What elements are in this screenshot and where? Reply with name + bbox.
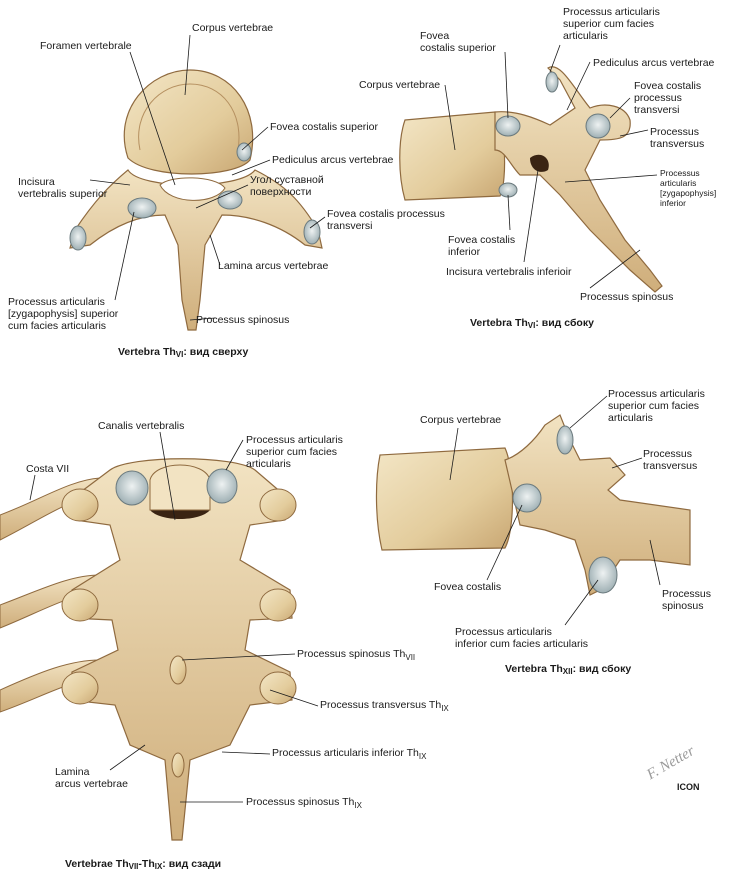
label-processus-articularis-superior-xii: Processus articularis superior cum facie… xyxy=(608,388,705,424)
vertebral-body-side-vi xyxy=(399,111,506,201)
label-pediculus-vi: Pediculus arcus vertebrae xyxy=(593,57,715,69)
label-ugol-poverkhnosti: Угол суставной поверхности xyxy=(250,174,324,198)
label-incisura-inferior-vi: Incisura vertebralis inferioir xyxy=(446,266,572,278)
label-processus-articularis-superior-vi: Processus articularis superior cum facie… xyxy=(563,6,660,42)
label-processus-articularis-superior-post: Processus articularis superior cum facie… xyxy=(246,434,343,470)
label-pediculus-arcus: Pediculus arcus vertebrae xyxy=(272,154,394,166)
label-processus-transversus-vi: Processus transversus xyxy=(650,126,705,150)
label-fovea-costalis-superior: Fovea costalis superior xyxy=(270,121,378,133)
label-processus-spinosus: Processus spinosus xyxy=(196,314,290,326)
label-fovea-costalis-processus-vi: Fovea costalis processus transversi xyxy=(634,80,702,116)
label-processus-articularis-inferior-vi: Processus articularis [zygapophysis] inf… xyxy=(660,168,717,208)
label-corpus-vertebrae-xii: Corpus vertebrae xyxy=(420,414,502,426)
foramen-vertebrale xyxy=(159,177,226,201)
label-fovea-costalis-xii: Fovea costalis xyxy=(434,581,502,593)
label-corpus-vertebrae-vi: Corpus vertebrae xyxy=(359,79,441,91)
leader-lines xyxy=(29,34,661,803)
label-processus-spinosus-vi: Processus spinosus xyxy=(580,291,674,303)
articular-facet-left xyxy=(127,197,157,219)
label-transversus-ix: Processus transversus ThIX xyxy=(320,699,449,714)
label-processus-spinosus-xii: Processus spinosus xyxy=(662,588,712,612)
label-lamina-posterior: Lamina arcus vertebrae xyxy=(55,766,128,790)
posterior-column xyxy=(69,458,293,841)
label-fovea-costalis-processus: Fovea costalis processus transversi xyxy=(327,208,445,232)
label-fovea-costalis-superior-vi: Fovea costalis superior xyxy=(420,30,496,54)
label-lamina-arcus: Lamina arcus vertebrae xyxy=(218,260,329,272)
caption-side-view-vi: Vertebra ThVI: вид сбоку xyxy=(470,317,594,330)
label-spinosus-ix: Processus spinosus ThIX xyxy=(246,796,362,811)
caption-posterior-view: Vertebrae ThVII-ThIX: вид сзади xyxy=(65,858,222,871)
articular-facet-right xyxy=(217,190,243,210)
vertebra-side-view-xii xyxy=(375,414,691,596)
vertebral-body-top xyxy=(123,69,254,175)
label-incisura-superior: Incisura vertebralis superior xyxy=(18,176,108,200)
label-processus-transversus-xii: Processus transversus xyxy=(643,448,698,472)
vertebral-body-side-xii xyxy=(375,447,514,551)
label-spinosus-vii: Processus spinosus ThVII xyxy=(297,648,416,663)
caption-side-view-xii: Vertebra ThXII: вид сбоку xyxy=(505,663,632,676)
vertebra-top-view xyxy=(69,69,323,331)
label-corpus-vertebrae: Corpus vertebrae xyxy=(192,22,274,34)
label-canalis-vertebralis: Canalis vertebralis xyxy=(98,420,185,432)
caption-top-view: Vertebra ThVI: вид сверху xyxy=(118,346,249,359)
label-processus-articularis-inferior-xii: Processus articularis inferior cum facie… xyxy=(455,626,589,650)
label-processus-articularis-superior: Processus articularis [zygapophysis] sup… xyxy=(8,296,119,332)
label-articularis-inferior-ix: Processus articularis inferior ThIX xyxy=(272,747,427,762)
icon-logo: ICON xyxy=(677,782,700,792)
label-costa-vii: Costa VII xyxy=(26,463,70,475)
label-foramen-vertebrale: Foramen vertebrale xyxy=(40,40,132,52)
label-fovea-costalis-inferior-vi: Fovea costalis inferior xyxy=(448,234,516,258)
vertebrae-posterior-view xyxy=(0,458,297,841)
vertebra-side-view-vi xyxy=(399,66,663,293)
